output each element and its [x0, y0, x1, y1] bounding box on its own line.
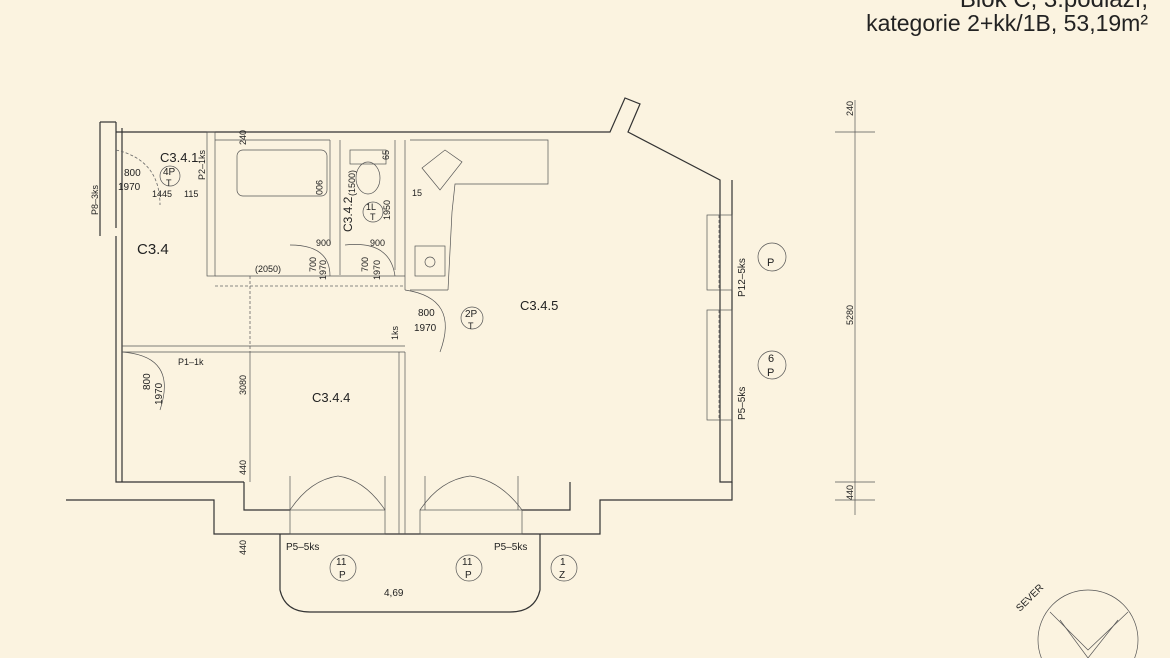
title-line-1: Blok C, 3.podlaží,	[960, 0, 1148, 14]
entry-door-height: 1970	[118, 182, 141, 193]
circle-p-right-letter: P	[767, 257, 774, 269]
bath-door-b-height: 1970	[372, 260, 382, 280]
marker-p1: P1–1k	[178, 357, 204, 367]
dim-1950: 1950	[382, 200, 392, 220]
bath-door-a-height: 1970	[318, 260, 328, 280]
marker-p12: P12–5ks	[737, 258, 748, 297]
circle-z	[550, 554, 578, 582]
circle-6p-num: 6	[768, 353, 774, 365]
circle-bath	[362, 201, 384, 223]
living-door-tag-bottom: T	[468, 321, 474, 331]
dim-1445: 1445	[152, 189, 172, 199]
room-label-hall: C3.4	[137, 241, 169, 258]
marker-p5-right: P5–5ks	[737, 387, 748, 420]
outer-walls	[66, 97, 733, 535]
dim-240-top: 240	[845, 101, 855, 116]
dimension-right	[835, 100, 875, 515]
living-door-tag	[460, 306, 484, 330]
circle-6p-letter: P	[767, 367, 774, 379]
balcony	[279, 475, 541, 613]
circle-balcony-2-letter: P	[465, 570, 472, 581]
dim-65: 65	[381, 150, 391, 160]
entry-door-tag	[159, 165, 181, 187]
circle-balcony-1-num: 11	[336, 557, 347, 568]
dim-900-b: 900	[316, 238, 331, 248]
entry-door-width: 800	[124, 168, 141, 179]
living-door-tag-top: 2P	[465, 309, 478, 320]
dim-115: 115	[184, 189, 198, 199]
room-label-living: C3.4.5	[520, 298, 558, 313]
right-windows	[706, 214, 733, 421]
circle-bath-l: 1L	[366, 202, 376, 212]
toilet-icon	[355, 161, 381, 195]
doors	[115, 149, 446, 411]
bath-door-a-width: 700	[308, 257, 318, 272]
compass: SEVER	[1014, 582, 1139, 658]
marker-15: 15	[412, 188, 422, 198]
circle-p-right	[757, 242, 787, 272]
room-label-wc: C3.4.1	[160, 150, 198, 165]
marker-1ks: 1ks	[390, 325, 400, 340]
circle-bath-t: T	[370, 212, 376, 222]
room-label-bedroom: C3.4.4	[312, 390, 350, 405]
title-line-2: kategorie 2+kk/1B, 53,19m²	[866, 10, 1148, 36]
kitchen-counter	[410, 139, 549, 291]
dim-900-a: 900	[314, 180, 324, 195]
living-door-height: 1970	[414, 323, 437, 334]
circle-balcony-2	[455, 554, 483, 582]
marker-p5-left: P5–5ks	[286, 542, 319, 553]
marker-p5-mid: P5–5ks	[494, 542, 527, 553]
bathtub-icon	[236, 149, 328, 197]
entry-door-tag-bottom: T	[166, 178, 172, 188]
circle-6p	[757, 350, 787, 380]
stove-icon	[424, 256, 436, 268]
dim-440-bottom: 440	[238, 540, 248, 555]
dim-440-left: 440	[238, 460, 248, 475]
interior-walls	[122, 131, 406, 534]
circle-z-letter: Z	[559, 570, 565, 581]
room-label-bath: C3.4.2	[341, 196, 355, 232]
entry-door-tag-top: 4P	[163, 167, 176, 178]
living-door-width: 800	[418, 308, 435, 319]
dim-440-right: 440	[845, 485, 855, 500]
dim-balcony: 4,69	[384, 588, 404, 599]
dim-240-col: 240	[238, 130, 248, 145]
marker-p8: P8–3ks	[90, 184, 100, 215]
circle-balcony-1	[329, 554, 357, 582]
dim-2050: (2050)	[255, 264, 281, 274]
circle-balcony-2-num: 11	[462, 557, 473, 568]
bath-fixtures	[236, 149, 387, 197]
circle-z-num: 1	[560, 557, 566, 568]
bedroom-door-height: 1970	[154, 382, 165, 405]
circle-balcony-1-letter: P	[339, 570, 346, 581]
bath-door-b-width: 700	[360, 257, 370, 272]
dim-1500: (1500)	[347, 170, 357, 196]
compass-label: SEVER	[1014, 582, 1046, 614]
dim-900-c: 900	[370, 238, 385, 248]
dim-3080: 3080	[238, 375, 248, 395]
dim-5280: 5280	[845, 305, 855, 325]
marker-p2: P2–1ks	[197, 149, 207, 180]
bedroom-door-width: 800	[142, 373, 153, 390]
